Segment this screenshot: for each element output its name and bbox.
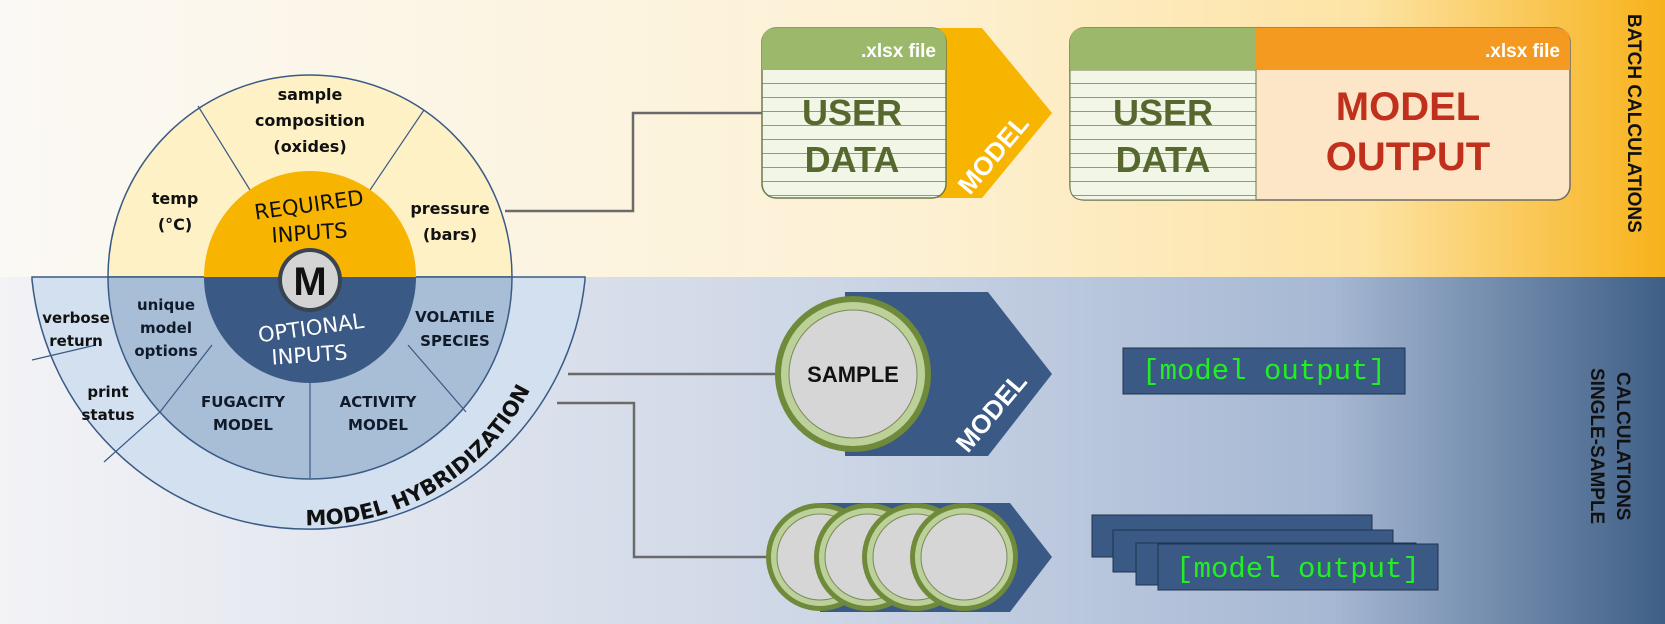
batch-output-file: .xlsx file USER DATA MODEL OUTPUT (1069, 27, 1571, 201)
outer-divider-2 (103, 411, 161, 463)
opt-seg-fugacity-2: MODEL (213, 416, 273, 434)
multi-output-stack: [model output] (1091, 514, 1439, 591)
multi-sample-circles (766, 503, 1018, 611)
batch-user-data-2: DATA (805, 139, 900, 180)
opt-divider-3 (407, 344, 467, 413)
opt-seg-unique-2: model (140, 319, 192, 337)
batch-user-data-1: USER (802, 92, 902, 133)
single-output-box: [model output] (1122, 347, 1406, 395)
outer-seg-print-2: status (82, 406, 135, 424)
req-seg-press-2: (bars) (423, 225, 477, 244)
sample-label: SAMPLE (807, 362, 899, 387)
required-label-2: INPUTS (271, 218, 349, 247)
optional-core (204, 277, 416, 383)
req-seg-temp-2: (°C) (158, 215, 192, 234)
req-seg-comp-1: sample (278, 85, 343, 104)
batch-side-label: BATCH CALCULATIONS (1623, 14, 1644, 233)
opt-seg-volatile-2: SPECIES (420, 332, 490, 350)
batch-file-label: .xlsx file (861, 41, 936, 62)
sample-circle (788, 309, 918, 439)
input-wheel: M REQUIRED INPUTS OPTIONAL INPUTS temp (… (31, 74, 586, 530)
outer-seg-verbose-1: verbose (42, 309, 110, 327)
stack-output-box-4 (1157, 543, 1439, 591)
single-side-label-2: CALCULATIONS (1612, 372, 1633, 520)
opt-seg-volatile-1: VOLATILE (415, 308, 495, 326)
req-seg-temp-1: temp (152, 189, 199, 208)
opt-seg-unique-3: options (134, 342, 197, 360)
outer-seg-verbose-2: return (49, 332, 103, 350)
opt-seg-activity-1: ACTIVITY (340, 393, 418, 411)
single-output-terminal (1122, 347, 1406, 395)
batch-output-file-label: .xlsx file (1485, 41, 1560, 62)
req-divider-2 (369, 109, 425, 191)
batch-output-user-data-1: USER (1113, 92, 1213, 133)
req-seg-comp-2: composition (255, 111, 365, 130)
required-core (204, 171, 416, 277)
req-seg-press-1: pressure (410, 199, 490, 218)
req-seg-comp-3: (oxides) (273, 137, 346, 156)
center-letter: M (293, 260, 326, 304)
single-sample-flow: MODEL SAMPLE (775, 292, 1052, 458)
opt-divider-1 (159, 344, 213, 413)
outer-divider-1 (31, 344, 97, 361)
center-badge (282, 252, 338, 308)
opt-seg-fugacity-1: FUGACITY (201, 393, 286, 411)
batch-output-user-data-2: DATA (1116, 139, 1211, 180)
connector-lines (505, 111, 780, 559)
connector-multi (557, 401, 780, 559)
opt-seg-activity-2: MODEL (348, 416, 408, 434)
batch-input-file: MODEL .xlsx file USER DATA (761, 27, 1052, 200)
connector-batch (505, 111, 762, 213)
multi-sample-flow (766, 503, 1052, 612)
single-side-label-1: SINGLE-SAMPLE (1586, 368, 1607, 524)
batch-output-user-column (1069, 69, 1257, 201)
batch-output-user-header (1070, 28, 1256, 70)
req-divider-1 (197, 105, 251, 191)
stack-output-text: [model output] (1176, 553, 1420, 586)
batch-file-header (762, 28, 946, 70)
opt-seg-unique-1: unique (137, 296, 195, 314)
outer-seg-print-1: print (87, 383, 128, 401)
batch-output-text-2: OUTPUT (1326, 135, 1490, 179)
single-output-text: [model output] (1142, 355, 1386, 388)
batch-output-text-1: MODEL (1336, 85, 1480, 129)
optional-label-2: INPUTS (271, 340, 349, 369)
multi-sample-circle-4 (920, 513, 1008, 601)
